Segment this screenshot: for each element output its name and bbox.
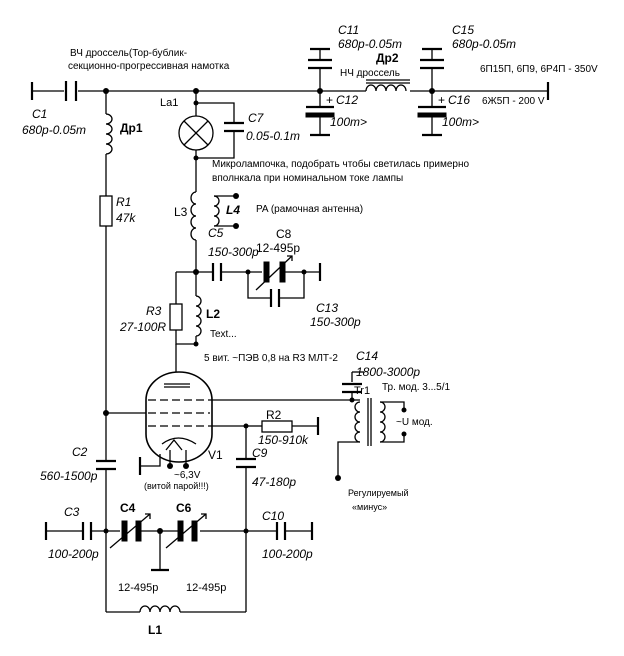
- c8-value: 12-495p: [256, 241, 300, 255]
- inductor-dr1: [105, 91, 113, 196]
- c16-value: 100m>: [442, 115, 479, 129]
- heater-voltage: ~6,3V: [174, 470, 201, 481]
- c4-name: C4: [120, 501, 136, 515]
- supply-voltage-line2: 6Ж5П - 200 V: [482, 96, 545, 107]
- text-placeholder: Text...: [210, 329, 237, 340]
- capacitor-c11: [308, 47, 332, 91]
- c2-name: C2: [72, 445, 88, 459]
- c1-value: 680p-0.05m: [22, 123, 86, 137]
- c10-name: C10: [262, 509, 284, 523]
- inductor-l4: [213, 193, 239, 229]
- bias-label-line2: «минус»: [352, 502, 387, 512]
- lamp-note-line2: вполнкала при номинальном токе лампы: [212, 173, 403, 184]
- c13-name: C13: [316, 301, 338, 315]
- c5-value: 150-300p: [208, 245, 259, 259]
- capacitor-c2: [96, 459, 116, 612]
- screen-grid-wire: [103, 399, 352, 427]
- c16-name: C16: [448, 93, 470, 107]
- capacitor-c12: [305, 91, 335, 137]
- tank-node: [175, 263, 262, 304]
- lf-choke-label: НЧ дроссель: [340, 68, 400, 79]
- c12-plus: +: [326, 93, 333, 107]
- u-mod-label: ~U мод.: [396, 417, 433, 428]
- top-rail: [30, 82, 550, 100]
- r3-name: R3: [146, 304, 162, 318]
- pa-antenna-label: PA (рамочная антенна): [256, 204, 363, 215]
- c9-name: C9: [252, 446, 268, 460]
- l3-name: L3: [174, 205, 188, 219]
- cathode-heater: [138, 450, 189, 475]
- capacitor-c14: [342, 371, 364, 403]
- capacitor-c6: [151, 513, 207, 572]
- c3-value: 100-200p: [48, 547, 99, 561]
- dr2-name: Др2: [376, 51, 399, 65]
- c5-name: C5: [208, 226, 224, 240]
- resistor-r2: [243, 417, 320, 435]
- supply-voltage-line1: 6П15П, 6П9, 6Р4П - 350V: [480, 64, 598, 75]
- c9-value: 47-180p: [252, 475, 296, 489]
- c16-plus: +: [438, 93, 445, 107]
- r2-value: 150-910k: [258, 433, 309, 447]
- capacitor-c1: [64, 81, 78, 101]
- r3-value: 27-100R: [119, 320, 166, 334]
- c3-name: C3: [64, 505, 80, 519]
- v1-name: V1: [208, 448, 223, 462]
- c13-value: 150-300p: [310, 315, 361, 329]
- c12-name: C12: [336, 93, 358, 107]
- rf-choke-note-line2: секционно-прогрессивная намотка: [68, 61, 230, 72]
- bias-label-line1: Регулируемый: [348, 488, 408, 498]
- l1-name: L1: [148, 623, 162, 637]
- inductor-l1: [106, 605, 246, 613]
- c6-name: C6: [176, 501, 192, 515]
- inductor-l2: [175, 295, 202, 372]
- c11-name: C11: [338, 23, 359, 37]
- r1-value: 47k: [116, 211, 136, 225]
- c10-value: 100-200p: [262, 547, 313, 561]
- capacitor-c4: [109, 513, 178, 549]
- c8-name: C8: [276, 227, 292, 241]
- c2-value: 560-1500p: [40, 469, 98, 483]
- c15-name: C15: [452, 23, 474, 37]
- capacitor-c7: [196, 102, 244, 159]
- tube-v1: [145, 371, 213, 463]
- l2-name: L2: [206, 307, 220, 321]
- dr1-name: Др1: [120, 121, 143, 135]
- capacitor-c8: [255, 255, 322, 291]
- bottom-rail: [44, 522, 314, 540]
- c6-value: 12-495p: [186, 582, 226, 594]
- lamp-note-line1: Микролампочка, подобрать чтобы светилась…: [212, 158, 469, 170]
- lamp-la1: [178, 91, 214, 192]
- c15-value: 680p-0.05m: [452, 37, 516, 51]
- transformer-tr1: [335, 398, 407, 481]
- capacitor-c16: [417, 91, 447, 137]
- resistor-r1: [99, 195, 113, 460]
- r1-name: R1: [116, 195, 131, 209]
- capacitor-c9: [236, 426, 256, 612]
- tr1-name: Tr1: [354, 385, 370, 397]
- c14-value: 1800-3000p: [356, 365, 420, 379]
- c14-name: C14: [356, 349, 378, 363]
- l4-name: L4: [226, 203, 240, 217]
- c1-name: C1: [32, 107, 47, 121]
- capacitor-c15: [420, 47, 444, 91]
- r2-name: R2: [266, 408, 282, 422]
- capacitor-c13: [245, 269, 307, 307]
- c7-name: C7: [248, 111, 265, 125]
- inductor-dr2: [365, 79, 410, 92]
- tr-mod-label: Тр. мод. 3...5/1: [382, 382, 451, 393]
- winding-note: 5 вит. ~ПЭВ 0,8 на R3 МЛТ-2: [204, 353, 338, 364]
- resistor-r3: [169, 303, 196, 345]
- heater-twisted-note: (витой парой!!!): [144, 481, 209, 491]
- c11-value: 680p-0.05m: [338, 37, 402, 51]
- inductor-l3: [190, 191, 197, 296]
- c4-value: 12-495p: [118, 582, 158, 594]
- la1-name: La1: [160, 97, 178, 109]
- c12-value: 100m>: [330, 115, 367, 129]
- c7-value: 0.05-0.1m: [246, 129, 300, 143]
- rf-choke-note-line1: ВЧ дроссель(Тор-бублик-: [70, 47, 187, 59]
